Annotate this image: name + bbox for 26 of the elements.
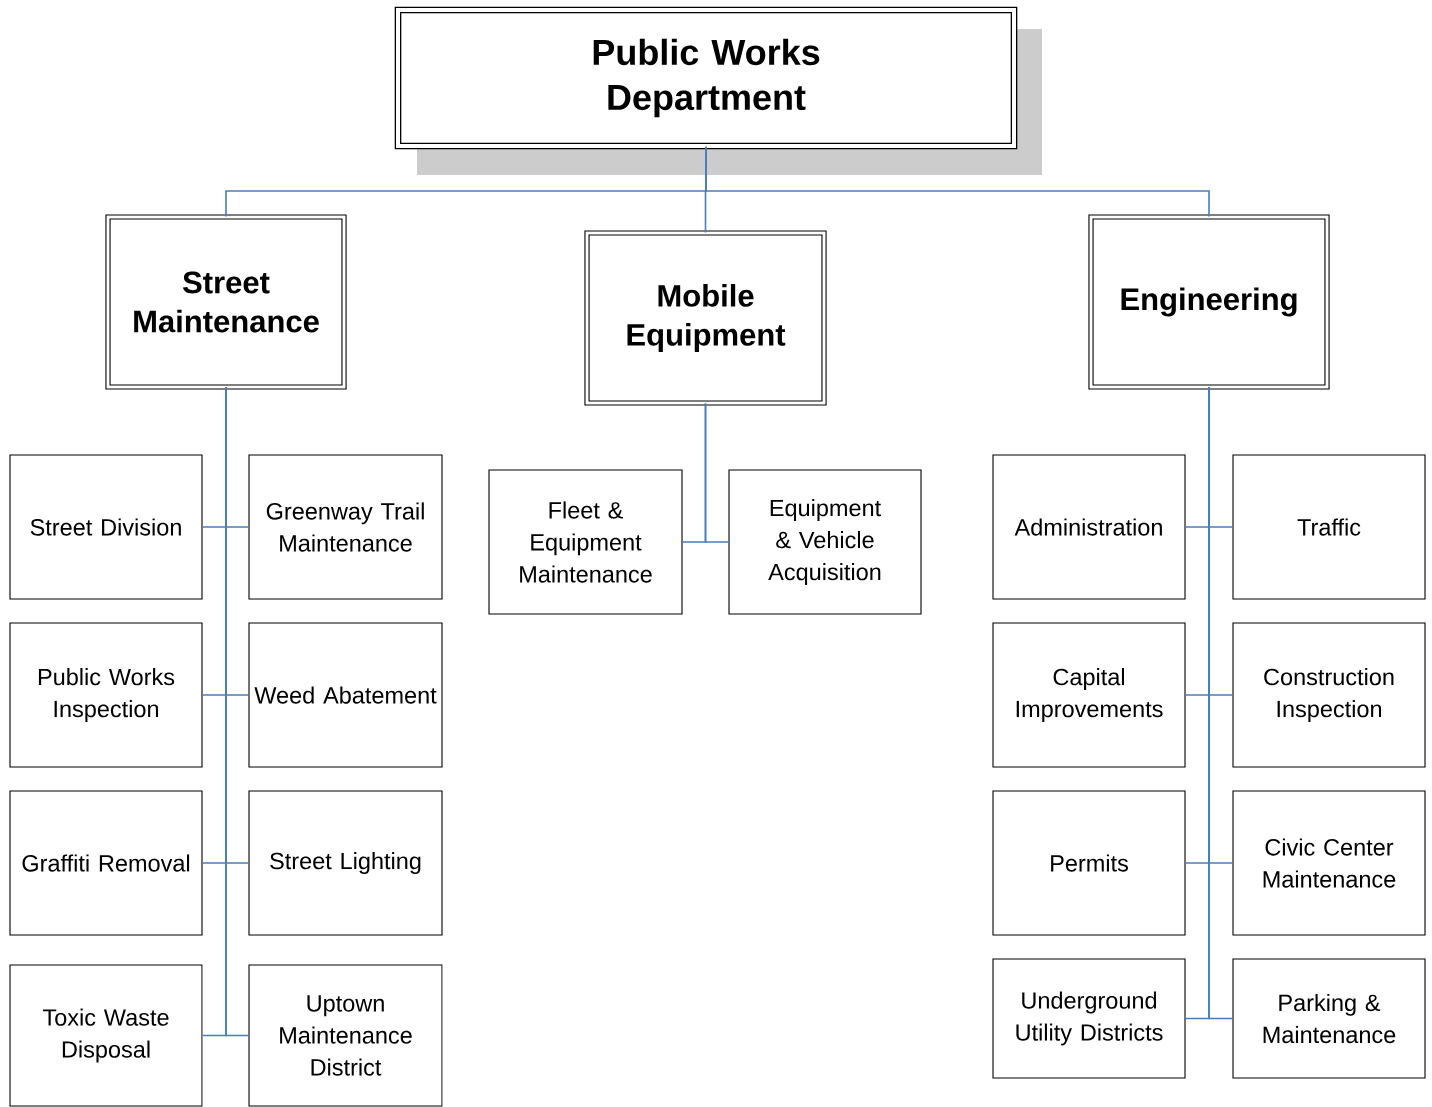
unit-box: Weed Abatement (248, 622, 443, 768)
unit-box: Public Works Inspection (9, 622, 203, 768)
division-box: Engineering (1088, 214, 1330, 390)
unit-box: Parking & Maintenance (1232, 958, 1426, 1079)
unit-box: Street Division (9, 454, 203, 600)
unit-box: Equipment & Vehicle Acquisition (728, 469, 922, 615)
unit-box: Underground Utility Districts (992, 958, 1186, 1079)
unit-box: Toxic Waste Disposal (9, 964, 203, 1107)
department-box: Public Works Department (394, 6, 1042, 175)
connector-line (705, 145, 1210, 218)
unit-box: Administration (992, 454, 1186, 600)
division-box: Mobile Equipment (584, 230, 827, 406)
unit-box: Fleet & Equipment Maintenance (488, 469, 683, 615)
unit-box: Graffiti Removal (9, 790, 203, 936)
unit-box: Greenway Trail Maintenance (248, 454, 443, 600)
division-box: Street Maintenance (105, 214, 347, 390)
unit-box: Street Lighting (248, 790, 443, 936)
connector-line (1208, 386, 1234, 1020)
unit-box: Permits (992, 790, 1186, 936)
connector-line (704, 402, 730, 543)
unit-box: Construction Inspection (1232, 622, 1426, 768)
unit-box: Uptown Maintenance District (248, 964, 443, 1107)
unit-box: Civic Center Maintenance (1232, 790, 1426, 936)
unit-box: Capital Improvements (992, 622, 1186, 768)
connector-line (225, 386, 250, 1037)
unit-box: Traffic (1232, 454, 1426, 600)
